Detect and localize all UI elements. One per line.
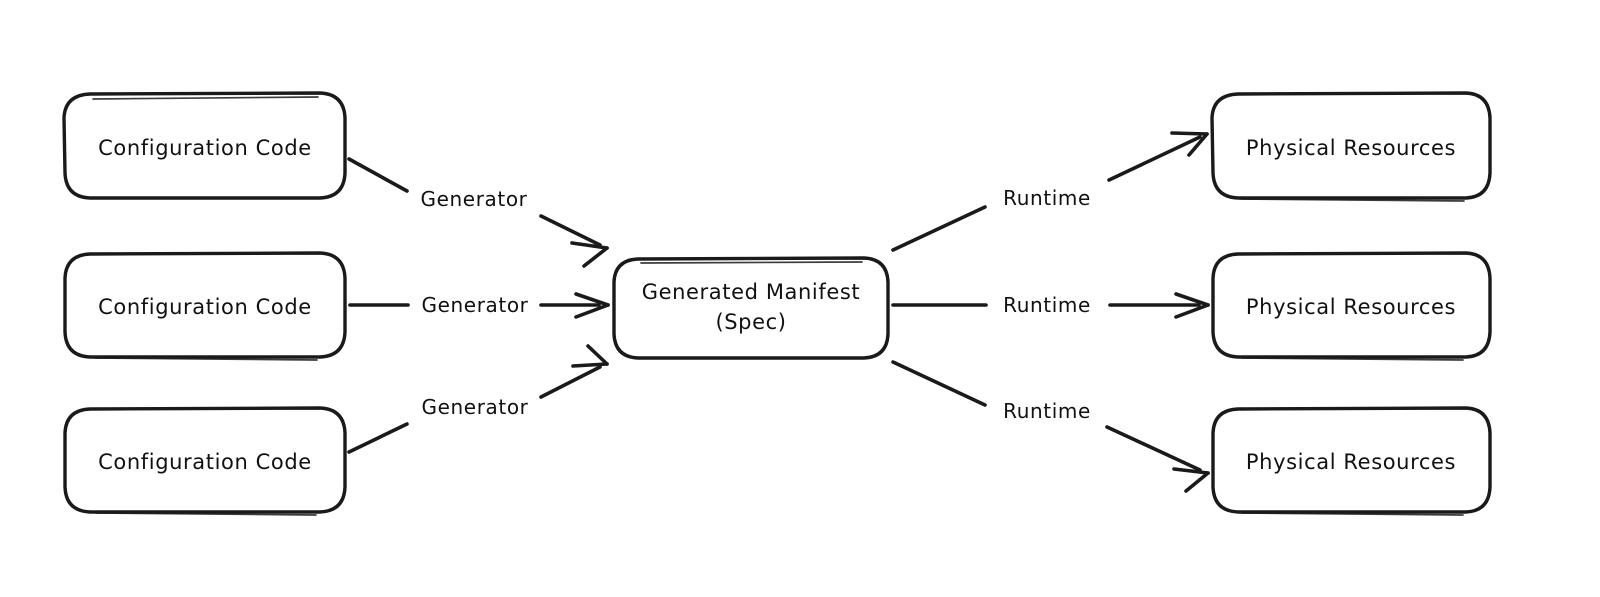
arrowhead-icon xyxy=(571,344,609,368)
node-resource-1[interactable]: Physical Resources xyxy=(1210,91,1492,202)
node-config-3-shape xyxy=(63,406,347,514)
node-config-2-label: Configuration Code xyxy=(98,295,312,319)
edge-generator-2 xyxy=(348,292,610,319)
node-resource-1-label: Physical Resources xyxy=(1246,136,1456,160)
edge-label-generator-1: Generator xyxy=(421,187,528,211)
node-config-3-label: Configuration Code xyxy=(98,450,312,474)
node-config-2[interactable]: Configuration Code xyxy=(63,251,347,361)
edge-generator-1-line-a xyxy=(347,157,409,193)
node-resource-2-label: Physical Resources xyxy=(1246,295,1456,319)
edge-label-runtime-2: Runtime xyxy=(1003,293,1091,317)
edge-runtime-3 xyxy=(891,360,1210,493)
node-config-1[interactable]: Configuration Code xyxy=(62,91,347,200)
node-config-2-sketch xyxy=(94,357,318,361)
node-config-1-sketch xyxy=(92,96,319,100)
arrowhead-icon xyxy=(570,241,609,268)
node-config-1-label: Configuration Code xyxy=(98,136,312,160)
node-resource-3-sketch xyxy=(1241,512,1464,516)
arrowhead-icon xyxy=(1172,467,1210,493)
edge-runtime-2 xyxy=(891,292,1210,319)
edge-runtime-3-line-b xyxy=(1105,425,1202,472)
edge-generator-1-line-b xyxy=(539,214,602,247)
node-generated-manifest-shape xyxy=(612,256,890,360)
node-resource-2[interactable]: Physical Resources xyxy=(1211,251,1492,361)
node-config-3-sketch xyxy=(95,512,317,516)
node-resource-2-shape xyxy=(1211,251,1492,359)
edge-generator-3-line-b xyxy=(539,365,602,399)
node-resource-1-shape xyxy=(1210,91,1492,200)
node-generated-manifest[interactable]: Generated Manifest (Spec) xyxy=(612,256,890,360)
edge-runtime-1-line-b xyxy=(1107,135,1202,182)
edge-generator-3-line-a xyxy=(347,422,409,454)
edge-runtime-1-line-a xyxy=(891,205,987,252)
arrowhead-icon xyxy=(1170,131,1209,157)
node-config-3[interactable]: Configuration Code xyxy=(63,406,347,516)
edge-label-runtime-1: Runtime xyxy=(1003,186,1091,210)
edge-runtime-1 xyxy=(891,131,1209,252)
node-config-1-shape xyxy=(62,91,347,200)
edge-runtime-3-line-a xyxy=(891,360,987,407)
node-generated-manifest-label-line1: Generated Manifest xyxy=(642,280,861,304)
node-resource-3-shape xyxy=(1211,406,1492,514)
edge-label-generator-3: Generator xyxy=(422,395,529,419)
node-config-2-shape xyxy=(63,251,347,359)
node-generated-manifest-label-line2: (Spec) xyxy=(715,310,786,334)
node-resource-2-sketch xyxy=(1241,357,1464,361)
arrowhead-icon xyxy=(1174,292,1210,319)
node-resource-1-sketch xyxy=(1240,198,1465,202)
edge-generator-1 xyxy=(347,157,609,268)
node-resource-3-label: Physical Resources xyxy=(1246,450,1456,474)
edge-label-generator-2: Generator xyxy=(422,293,529,317)
edge-generator-3 xyxy=(347,344,609,454)
node-generated-manifest-sketch xyxy=(640,261,863,264)
arrowhead-icon xyxy=(574,292,610,319)
edge-label-runtime-3: Runtime xyxy=(1003,399,1091,423)
node-resource-3[interactable]: Physical Resources xyxy=(1211,406,1492,516)
